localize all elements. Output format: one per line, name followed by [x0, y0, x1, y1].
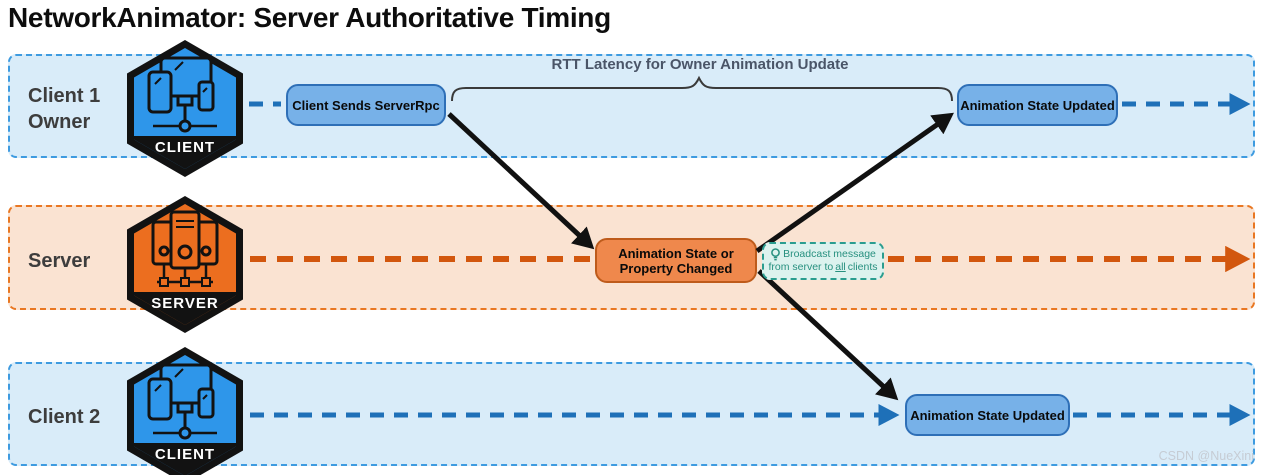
hexagon-band [134, 136, 236, 169]
annotation-line2-underlined: all [835, 261, 846, 273]
badge-label-client: CLIENT [155, 446, 215, 463]
annotation-line1: Broadcast message [783, 248, 876, 260]
lane-label-client2: Client 2 [28, 406, 101, 428]
lane-label-client1-owner: Client 1 Owner [28, 85, 101, 133]
client-devices-icon [147, 56, 217, 133]
client1-hexagon-badge: CLIENT [127, 40, 243, 177]
annotation-line2-suffix: clients [847, 261, 878, 273]
node-animation-state-or-property-changed: Animation State or Property Changed [595, 238, 757, 283]
hexagon-band [134, 443, 236, 475]
client2-hexagon-badge: CLIENT [127, 347, 243, 475]
node-animation-state-updated-client1: Animation State Updated [957, 84, 1118, 126]
broadcast-annotation: Broadcast message from server to all cli… [762, 242, 884, 280]
hexagon-band [134, 292, 236, 325]
node-client-sends-serverrpc: Client Sends ServerRpc [286, 84, 446, 126]
lane-label-server: Server [28, 250, 91, 272]
badge-label-client: CLIENT [155, 139, 215, 156]
page-title: NetworkAnimator: Server Authoritative Ti… [8, 2, 611, 33]
watermark: CSDN @NueXini [1158, 449, 1254, 463]
rtt-latency-caption: RTT Latency for Owner Animation Update [551, 56, 849, 73]
client-devices-icon [147, 363, 217, 440]
server-hexagon-badge: SERVER [127, 196, 243, 333]
node-animation-state-updated-client2: Animation State Updated [905, 394, 1070, 436]
annotation-line2-prefix: from server to [768, 261, 834, 273]
lightbulb-icon [771, 248, 780, 261]
badge-label-server: SERVER [151, 295, 218, 312]
server-racks-icon [151, 210, 219, 287]
